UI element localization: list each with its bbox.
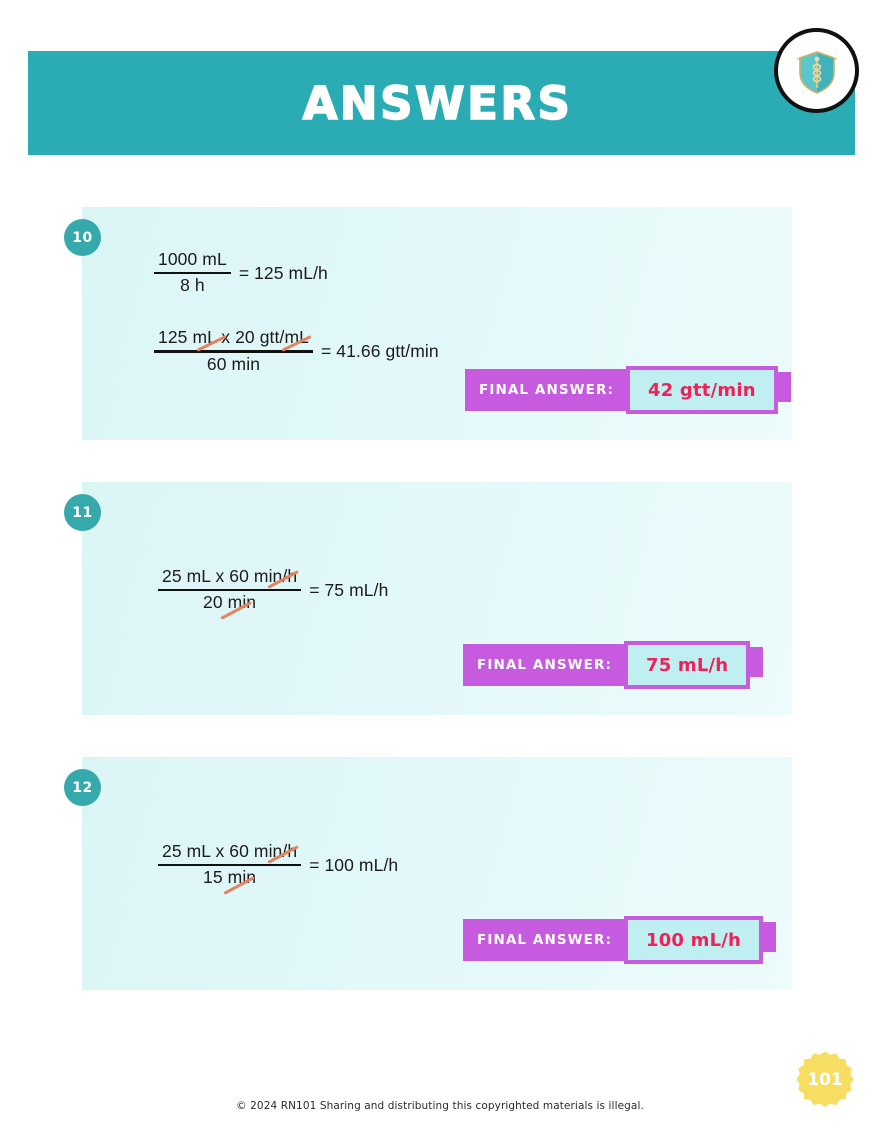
final-answer-box: 42 gtt/min	[625, 366, 778, 414]
question-number-badge: 11	[64, 494, 101, 531]
fraction-numerator: 1000 mL	[158, 249, 227, 269]
answer-card-11: 11 25 mL x 60 min/h 20 min = 75 mL/h FIN…	[64, 482, 792, 715]
equation-result: = 75 mL/h	[309, 579, 389, 600]
final-answer-label: FINAL ANSWER:	[479, 382, 614, 398]
equation-row: 25 mL x 60 min/h 15 min = 100 mL/h	[158, 841, 399, 895]
final-answer-value: 100 mL/h	[645, 929, 742, 951]
final-answer-row: FINAL ANSWER: 100 mL/h	[463, 916, 777, 964]
fraction-bar	[154, 350, 313, 353]
fraction-numerator: 25 mL x 60 min/h	[162, 566, 298, 586]
final-answer-label-tab: FINAL ANSWER:	[463, 644, 626, 686]
fraction-bar	[158, 588, 302, 592]
question-number-badge: 12	[64, 769, 101, 806]
final-answer-value: 75 mL/h	[645, 654, 729, 676]
final-answer-label: FINAL ANSWER:	[477, 932, 612, 948]
fraction: 25 mL x 60 min/h 20 min	[158, 566, 302, 614]
page-number-badge: 101	[797, 1052, 853, 1108]
final-answer-label-tab: FINAL ANSWER:	[465, 369, 628, 411]
final-answer-box-wrap: 42 gtt/min	[625, 366, 791, 414]
final-answer-box-wrap: 100 mL/h	[623, 916, 777, 964]
fraction: 1000 mL 8 h	[154, 249, 231, 297]
answer-card-10: 10 1000 mL 8 h = 125 mL/h 125 mL x 20 gt…	[64, 207, 792, 440]
copyright-footer: © 2024 RN101 Sharing and distributing th…	[236, 1100, 644, 1112]
caduceus-shield-logo-icon	[774, 28, 859, 113]
fraction-denominator: 8 h	[180, 275, 205, 296]
final-answer-label-tab: FINAL ANSWER:	[463, 919, 626, 961]
equation-result: = 100 mL/h	[309, 854, 399, 875]
fraction-denominator: 60 min	[206, 353, 261, 374]
page-header-band: ANSWERS	[28, 51, 855, 155]
work-area: 25 mL x 60 min/h 15 min = 100 mL/h	[158, 841, 399, 895]
equation-result: = 125 mL/h	[238, 262, 328, 283]
page-title: ANSWERS	[302, 76, 573, 130]
work-area: 25 mL x 60 min/h 20 min = 75 mL/h	[158, 566, 389, 620]
fraction-numerator: 25 mL x 60 min/h	[162, 841, 298, 861]
fraction-bar	[158, 863, 302, 867]
final-answer-box: 100 mL/h	[623, 916, 764, 964]
final-answer-box: 75 mL/h	[623, 641, 751, 689]
fraction-numerator: 125 mL x 20 gtt/mL	[158, 327, 309, 348]
fraction: 25 mL x 60 min/h 15 min	[158, 841, 302, 889]
question-number-badge: 10	[64, 219, 101, 256]
equation-result: = 41.66 gtt/min	[320, 340, 439, 361]
final-answer-row: FINAL ANSWER: 42 gtt/min	[465, 366, 791, 414]
fraction-bar	[154, 271, 231, 275]
final-answer-row: FINAL ANSWER: 75 mL/h	[463, 641, 764, 689]
answer-card-12: 12 25 mL x 60 min/h 15 min = 100 mL/h FI…	[64, 757, 792, 990]
final-answer-label: FINAL ANSWER:	[477, 657, 612, 673]
fraction-denominator: 15 min	[203, 867, 257, 888]
fraction-denominator: 20 min	[203, 592, 257, 613]
equation-row: 125 mL x 20 gtt/mL 60 min = 41.66 gtt/mi…	[154, 327, 439, 375]
fraction: 125 mL x 20 gtt/mL 60 min	[154, 327, 313, 375]
equation-row: 25 mL x 60 min/h 20 min = 75 mL/h	[158, 566, 389, 620]
final-answer-value: 42 gtt/min	[647, 379, 756, 401]
equation-row: 1000 mL 8 h = 125 mL/h	[154, 249, 439, 297]
final-answer-box-wrap: 75 mL/h	[623, 641, 764, 689]
work-area: 1000 mL 8 h = 125 mL/h 125 mL x 20 gtt/m…	[154, 249, 439, 376]
page-number: 101	[807, 1070, 843, 1090]
